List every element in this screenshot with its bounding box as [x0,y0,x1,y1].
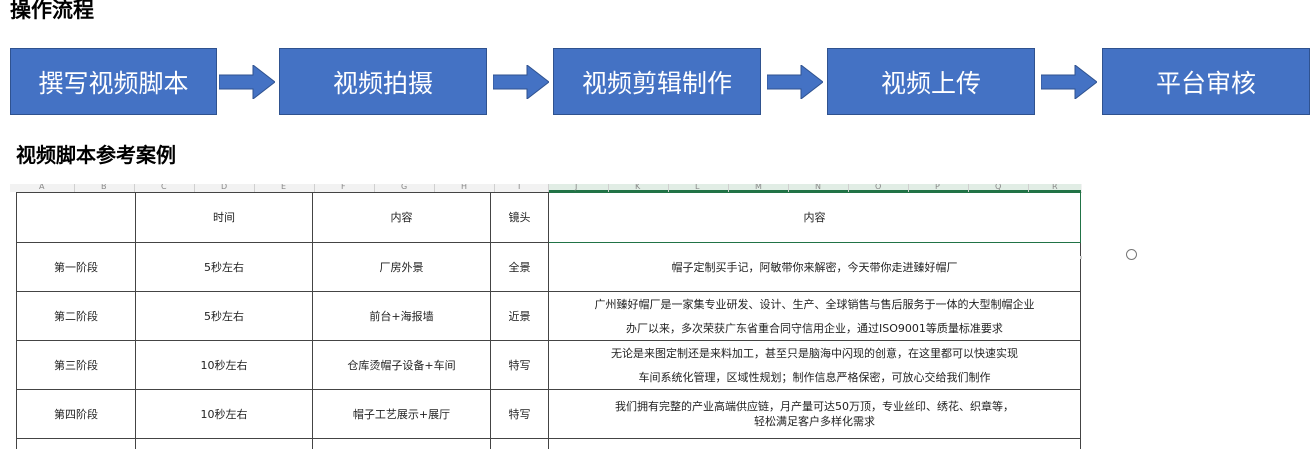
cell-line: 轻松满足客户多样化需求 [549,414,1080,429]
column-letter[interactable]: G [401,184,407,191]
resize-handle[interactable] [1080,256,1082,259]
column-divider[interactable] [494,184,495,192]
flow-arrow-icon [493,65,549,99]
table-cell[interactable]: 第一阶段 [17,243,136,292]
table-cell[interactable]: 特写 [491,341,549,390]
table-row: 第二阶段 5秒左右 前台+海报墙 近景 广州臻好帽厂是一家集专业研发、设计、生产… [17,292,1081,341]
table-cell[interactable]: 10秒左右 [136,390,313,439]
table-cell[interactable]: 近景 [491,292,549,341]
table-row: 第三阶段 10秒左右 仓库烫帽子设备+车间 特写 无论是来图定制还是来料加工，甚… [17,341,1081,390]
table-cell[interactable]: 内容 [313,193,491,243]
script-table: 时间 内容 镜头 内容 第一阶段 5秒左右 厂房外景 全景 帽子定制买手记，阿敏… [16,192,1081,449]
cell-line: 帽子定制买手记，阿敏带你来解密，今天带你走进臻好帽厂 [549,260,1080,275]
table-cell[interactable]: 镜头 [491,193,549,243]
flow-step-upload: 视频上传 [827,48,1035,115]
table-cell[interactable]: 厂房外景 [313,243,491,292]
table-header-row: 时间 内容 镜头 内容 [17,193,1081,243]
flow-step-filming: 视频拍摄 [279,48,487,115]
cell-line: 车间系统化管理，区域性规划；制作信息严格保密，可放心交给我们制作 [549,370,1080,385]
flow-step-write-script: 撰写视频脚本 [10,48,217,115]
column-letter[interactable]: N [815,184,821,191]
table-row: 第一阶段 5秒左右 厂房外景 全景 帽子定制买手记，阿敏带你来解密，今天带你走进… [17,243,1081,292]
column-divider[interactable] [314,184,315,192]
cell-line: 我们拥有完整的产业高端供应链，月产量可达50万顶，专业丝印、绣花、织章等， [549,399,1080,414]
cell-line: 办厂以来，多次荣获广东省重合同守信用企业，通过ISO9001等质量标准要求 [549,321,1080,336]
column-letter[interactable]: D [221,184,227,191]
column-letter[interactable]: I [518,184,520,191]
table-cell[interactable]: 第三阶段 [17,341,136,390]
column-divider[interactable] [668,184,669,192]
cell-line: 无论是来图定制还是来料加工，甚至只是脑海中闪现的创意，在这里都可以快速实现 [549,346,1080,361]
column-letter[interactable]: B [101,184,107,191]
table-cell[interactable]: 10秒左右 [136,341,313,390]
column-letter[interactable]: R [1052,184,1058,191]
table-cell[interactable]: 广州臻好帽厂是一家集专业研发、设计、生产、全球销售与售后服务于一体的大型制帽企业… [549,292,1081,341]
column-divider[interactable] [74,184,75,192]
column-divider[interactable] [908,184,909,192]
flow-arrow-icon [219,65,275,99]
flow-arrow-icon [767,65,823,99]
table-cell[interactable]: 第四阶段 [17,390,136,439]
table-cell[interactable]: 全景 [491,243,549,292]
column-divider[interactable] [434,184,435,192]
column-divider[interactable] [548,184,549,192]
column-letter[interactable]: C [161,184,167,191]
column-divider[interactable] [134,184,135,192]
column-letter[interactable]: Q [995,184,1001,191]
table-cell[interactable]: 5秒左右 [136,243,313,292]
table-cell[interactable] [17,193,136,243]
column-letter[interactable]: F [341,184,346,191]
column-letter[interactable]: H [461,184,467,191]
table-row: 第四阶段 10秒左右 帽子工艺展示+展厅 特写 我们拥有完整的产业高端供应链，月… [17,390,1081,439]
table-cell[interactable]: 时间 [136,193,313,243]
column-letter[interactable]: L [695,184,699,191]
column-letter[interactable]: M [755,184,762,191]
column-letter[interactable]: A [39,184,44,191]
table-cell[interactable]: 无论是来图定制还是来料加工，甚至只是脑海中闪现的创意，在这里都可以快速实现 车间… [549,341,1081,390]
column-divider[interactable] [1028,184,1029,192]
column-divider[interactable] [848,184,849,192]
column-letter[interactable]: O [875,184,881,191]
column-divider[interactable] [788,184,789,192]
table-cell[interactable]: 第二阶段 [17,292,136,341]
column-divider[interactable] [194,184,195,192]
column-divider[interactable] [254,184,255,192]
flow-arrow-icon [1041,65,1097,99]
column-letter[interactable]: K [635,184,640,191]
table-cell[interactable]: 帽子工艺展示+展厅 [313,390,491,439]
process-flow: 撰写视频脚本 视频拍摄 视频剪辑制作 视频上传 平台审核 [0,0,1312,130]
script-example-heading: 视频脚本参考案例 [16,140,176,170]
table-cell[interactable]: 内容 [549,193,1081,243]
column-divider[interactable] [608,184,609,192]
column-divider[interactable] [728,184,729,192]
table-cell[interactable]: 我们拥有完整的产业高端供应链，月产量可达50万顶，专业丝印、绣花、织章等， 轻松… [549,390,1081,439]
column-divider[interactable] [374,184,375,192]
cell-line: 广州臻好帽厂是一家集专业研发、设计、生产、全球销售与售后服务于一体的大型制帽企业 [549,297,1080,312]
table-cell[interactable]: 帽子定制买手记，阿敏带你来解密，今天带你走进臻好帽厂 [549,243,1081,292]
column-letter[interactable]: J [575,184,577,191]
table-cell[interactable]: 特写 [491,390,549,439]
column-letter[interactable]: P [935,184,940,191]
column-divider[interactable] [968,184,969,192]
column-letter[interactable]: E [281,184,286,191]
rotate-handle-icon[interactable] [1126,249,1137,260]
flow-step-review: 平台审核 [1102,48,1310,115]
table-cell[interactable]: 前台+海报墙 [313,292,491,341]
table-cell[interactable]: 仓库烫帽子设备+车间 [313,341,491,390]
flow-step-editing: 视频剪辑制作 [553,48,761,115]
table-cell[interactable]: 5秒左右 [136,292,313,341]
